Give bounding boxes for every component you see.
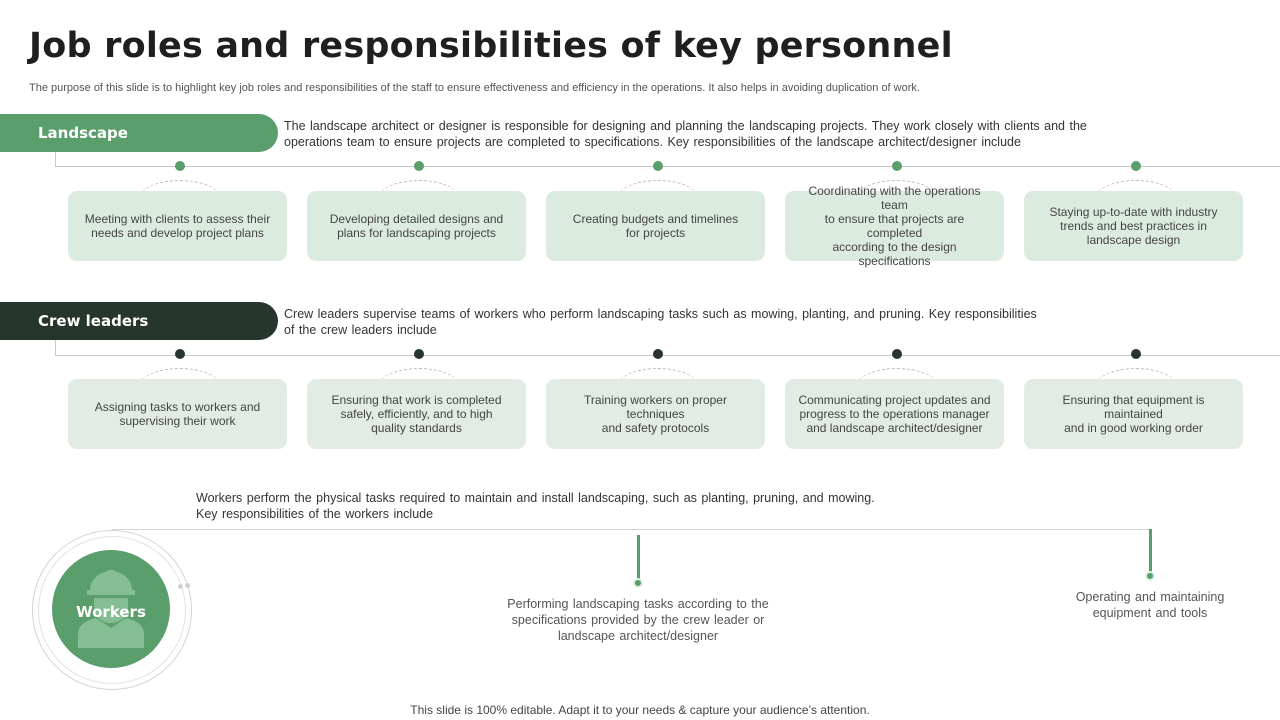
timeline-dot bbox=[892, 349, 902, 359]
timeline-dot bbox=[414, 349, 424, 359]
description-line: The landscape architect or designer is r… bbox=[284, 119, 1087, 133]
dashed-arc bbox=[377, 368, 461, 388]
timeline-dot bbox=[1131, 161, 1141, 171]
timeline-line bbox=[55, 166, 1280, 167]
role-label-landscape-architect: Landscape architect/designer bbox=[0, 114, 278, 180]
dashed-arc bbox=[138, 368, 222, 388]
worker-responsibility: Operating and maintaining equipment and … bbox=[1075, 590, 1225, 620]
timeline-line bbox=[55, 355, 1280, 356]
worker-hardhat-icon bbox=[78, 570, 144, 648]
role-description-landscape-architect: The landscape architect or designer is r… bbox=[284, 118, 1087, 150]
dashed-arc bbox=[855, 368, 939, 388]
connector-line bbox=[55, 152, 56, 166]
dashed-arc bbox=[1094, 368, 1178, 388]
timeline-dot bbox=[1131, 349, 1141, 359]
description-line: operations team to ensure projects are c… bbox=[284, 135, 1021, 149]
role-description-workers: Workers perform the physical tasks requi… bbox=[196, 490, 875, 522]
connector-line bbox=[55, 340, 56, 355]
worker-connector bbox=[1149, 529, 1152, 574]
worker-item-dot bbox=[633, 578, 643, 588]
workers-badge bbox=[52, 550, 170, 668]
worker-item-dot bbox=[1145, 571, 1155, 581]
worker-connector bbox=[637, 535, 640, 580]
dashed-arc bbox=[616, 368, 700, 388]
workers-outer-ring bbox=[32, 530, 192, 690]
workers-label: Workers bbox=[76, 603, 146, 621]
decor-dot bbox=[178, 584, 183, 589]
page-title: Job roles and responsibilities of key pe… bbox=[29, 26, 953, 66]
timeline-dot bbox=[175, 349, 185, 359]
description-line: Key responsibilities of the workers incl… bbox=[196, 507, 434, 521]
timeline-dot bbox=[175, 161, 185, 171]
description-line: of the crew leaders include bbox=[284, 323, 437, 337]
workers-timeline-line bbox=[112, 529, 1152, 530]
timeline-dot bbox=[653, 349, 663, 359]
timeline-dot bbox=[653, 161, 663, 171]
dashed-arc bbox=[855, 180, 939, 200]
dashed-arc bbox=[377, 180, 461, 200]
workers-middle-ring bbox=[38, 536, 186, 684]
footer-note: This slide is 100% editable. Adapt it to… bbox=[410, 703, 870, 717]
dashed-arc bbox=[138, 180, 222, 200]
role-description-crew-leaders: Crew leaders supervise teams of workers … bbox=[284, 306, 1037, 338]
page-subtitle: The purpose of this slide is to highligh… bbox=[29, 82, 920, 94]
worker-responsibility: Performing landscaping tasks according t… bbox=[507, 597, 769, 643]
role-label-crew-leaders: Crew leaders bbox=[0, 302, 278, 340]
dashed-arc bbox=[1094, 180, 1178, 200]
dashed-arc bbox=[616, 180, 700, 200]
decor-dot bbox=[185, 583, 190, 588]
timeline-dot bbox=[414, 161, 424, 171]
description-line: Workers perform the physical tasks requi… bbox=[196, 491, 875, 505]
description-line: Crew leaders supervise teams of workers … bbox=[284, 307, 1037, 321]
timeline-dot bbox=[892, 161, 902, 171]
